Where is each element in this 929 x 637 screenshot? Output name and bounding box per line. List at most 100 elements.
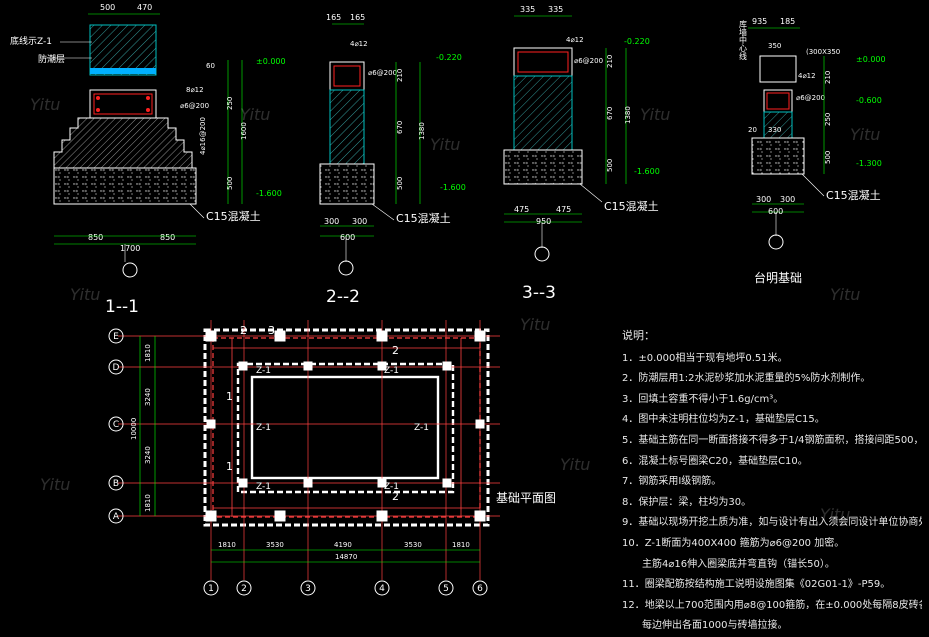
notes-title: 说明： [622,329,655,342]
svg-text:210: 210 [824,71,832,84]
svg-text:Z-1: Z-1 [256,482,271,492]
svg-text:600: 600 [768,207,783,216]
svg-text:500: 500 [396,177,404,190]
foundation-plan: Z-1 Z-1 Z-1 Z-1 Z-1 Z-1 1 1 2 3 2 2 基础平面… [108,320,556,596]
svg-text:C: C [113,420,119,430]
svg-text:4⌀16@200: 4⌀16@200 [199,117,207,155]
svg-text:1: 1 [208,584,214,594]
note-item: 8．保护层：梁，柱均为30。 [622,496,752,508]
svg-text:C15混凝土: C15混凝土 [604,199,659,213]
note-item: 10．Z-1断面为400X400 箍筋为⌀6@200 加密。 [622,537,845,549]
svg-text:3: 3 [305,584,311,594]
svg-text:165: 165 [326,13,341,22]
note-item: 12．地梁以上700范围内用⌀8@100箍筋，在±0.000处每隔8皮砖各2⌀6… [622,599,922,611]
wall-hatch [89,24,157,76]
svg-text:3: 3 [268,324,275,337]
section-platform: 库墙中心线 935 185 350 (300X350 4⌀12 ⌀6@200 ±… [739,17,886,285]
svg-text:350: 350 [768,42,781,50]
damp-proof-layer [90,68,156,74]
svg-text:1810: 1810 [452,541,470,549]
section-label: 3--3 [522,283,556,303]
svg-text:330: 330 [768,126,781,134]
svg-text:185: 185 [780,17,795,26]
svg-text:-0.220: -0.220 [436,53,462,62]
svg-text:10000: 10000 [130,418,138,440]
svg-text:1700: 1700 [120,244,140,253]
svg-text:250: 250 [226,97,234,110]
svg-text:-1.600: -1.600 [440,183,466,192]
svg-text:Yitu: Yitu [430,135,460,154]
note-item: 4．图中未注明柱位均为Z-1，基础垫层C15。 [622,414,825,426]
svg-text:300: 300 [780,195,795,204]
svg-text:950: 950 [536,217,551,226]
svg-text:850: 850 [88,233,103,242]
svg-text:3240: 3240 [144,446,152,464]
svg-text:4⌀12: 4⌀12 [566,36,584,44]
svg-text:⌀6@200: ⌀6@200 [796,94,825,102]
svg-text:500: 500 [606,159,614,172]
section-3-3: 335 335 4⌀12 ⌀6@200 -0.220 -1.600 210 67… [503,5,660,303]
svg-text:2: 2 [392,490,399,503]
svg-text:335: 335 [548,5,563,14]
svg-text:3530: 3530 [266,541,284,549]
svg-text:2: 2 [241,584,247,594]
svg-text:1810: 1810 [144,494,152,512]
svg-text:3240: 3240 [144,388,152,406]
concrete-label: C15混凝土 [206,209,261,223]
svg-text:Yitu: Yitu [640,105,670,124]
svg-text:1810: 1810 [218,541,236,549]
svg-text:210: 210 [396,69,404,82]
svg-text:C15混凝土: C15混凝土 [396,211,451,225]
svg-text:E: E [113,332,119,342]
note-item: 主筋4⌀16伸入圈梁底并弯直钩（锚长50）。 [622,558,835,570]
svg-text:4190: 4190 [334,541,352,549]
svg-text:1: 1 [226,460,233,473]
note-item: 7．钢筋采用Ⅰ级钢筋。 [622,476,722,488]
svg-text:Z-1: Z-1 [384,482,399,492]
svg-text:500: 500 [100,3,115,12]
svg-text:20: 20 [748,126,757,134]
section-2-2: 165 165 4⌀12 ⌀6@200 -0.220 -1.600 210 67… [319,13,466,307]
svg-text:⌀6@200: ⌀6@200 [574,57,603,65]
svg-text:60: 60 [206,62,215,70]
svg-text:⌀6@200: ⌀6@200 [368,69,397,77]
note-item: 6．混凝土标号圈梁C20，基础垫层C10。 [622,455,808,467]
svg-text:-0.220: -0.220 [624,37,650,46]
svg-text:14870: 14870 [335,553,357,561]
svg-text:D: D [113,363,120,373]
svg-text:Z-1: Z-1 [414,423,429,433]
note-item: 5．基础主筋在同一断面搭接不得多于1/4钢筋面积，搭接间距500，端部加弯钩。 [622,434,922,446]
svg-text:475: 475 [556,205,571,214]
svg-text:6: 6 [477,584,483,594]
stepped-footing [53,117,193,169]
svg-text:935: 935 [752,17,767,26]
outer-wall [203,328,490,527]
svg-text:Yitu: Yitu [830,285,860,304]
svg-text:300: 300 [352,217,367,226]
svg-text:4⌀12: 4⌀12 [350,40,368,48]
svg-text:A: A [113,512,120,522]
svg-text:⌀6@200: ⌀6@200 [180,102,209,110]
svg-text:B: B [113,479,119,489]
svg-text:4⌀12: 4⌀12 [798,72,816,80]
svg-text:5: 5 [443,584,449,594]
svg-text:库墙中心线: 库墙中心线 [739,19,748,60]
svg-text:165: 165 [350,13,365,22]
callout-damp: 防潮层 [38,53,65,65]
section-1-1: 底线示Z-1 防潮层 500 470 850 850 1700 ±0.000 -… [10,3,286,317]
svg-text:1380: 1380 [624,106,632,124]
svg-text:300: 300 [324,217,339,226]
svg-text:Z-1: Z-1 [256,366,271,376]
note-item: 1．±0.000相当于现有地坪0.51米。 [622,352,788,364]
svg-text:850: 850 [160,233,175,242]
svg-text:Yitu: Yitu [820,505,850,524]
svg-text:Yitu: Yitu [240,105,270,124]
cad-drawing: 底线示Z-1 防潮层 500 470 850 850 1700 ±0.000 -… [10,3,886,596]
svg-text:500: 500 [824,151,832,164]
watermarks: Yitu Yitu Yitu Yitu Yitu Yitu Yitu Yitu … [30,95,880,524]
svg-text:2: 2 [240,324,247,337]
svg-text:670: 670 [396,121,404,134]
svg-text:3530: 3530 [404,541,422,549]
section-label: 2--2 [326,287,360,307]
svg-text:470: 470 [137,3,152,12]
